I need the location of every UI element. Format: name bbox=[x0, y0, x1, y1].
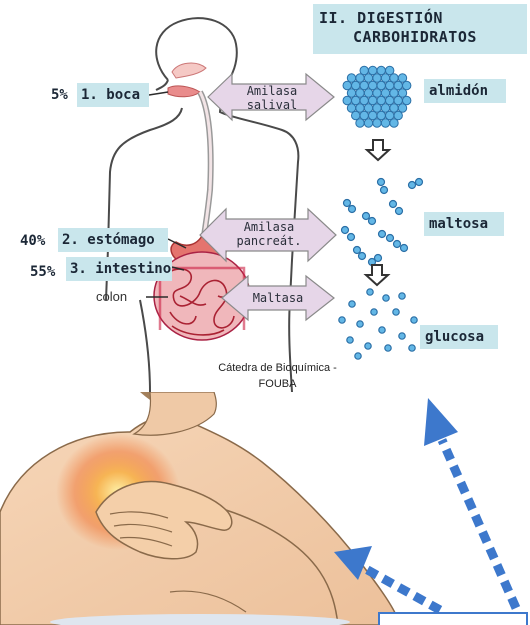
callout-box bbox=[378, 612, 528, 625]
dotted-arrow-up bbox=[424, 398, 516, 608]
dotted-arrow-left bbox=[334, 546, 440, 610]
